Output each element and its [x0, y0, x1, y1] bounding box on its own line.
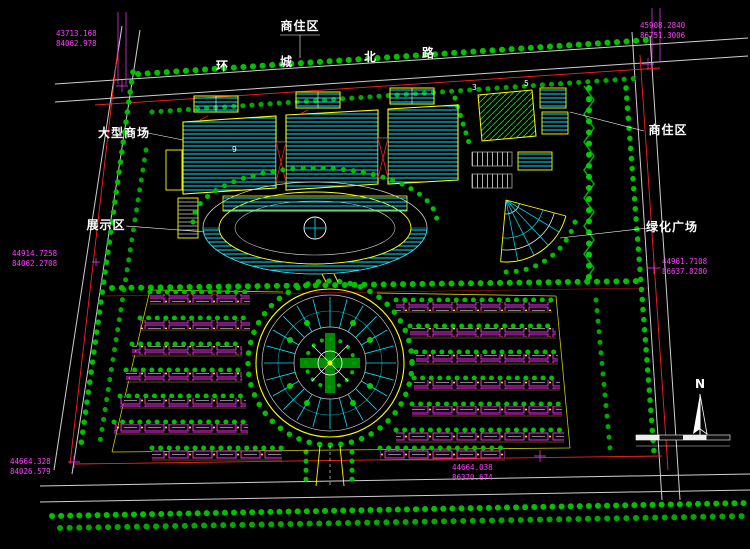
plaza-center-cross: [300, 333, 360, 393]
survey-coordinate-labels: 43713.168 84062.978 45908.2840 86751.300…: [10, 21, 708, 482]
plaza-radial-spokes: [264, 297, 396, 429]
label-green-plaza: 绿化广场: [646, 219, 698, 234]
exhibition-hall-ellipse: [190, 165, 440, 275]
coord-top-right-x: 45908.2840: [640, 21, 686, 30]
road-name-char-2: 城: [280, 54, 292, 69]
label-exhibition: 展示区: [86, 218, 125, 232]
coord-bottom-right-x: 44664.038: [452, 463, 493, 472]
tree-belt-zigzag: [583, 85, 595, 283]
road-name-char-4: 路: [422, 45, 435, 60]
road-name-char-3: 北: [364, 49, 376, 64]
row-group-left: [111, 289, 285, 461]
red-boundary-lines: [69, 47, 669, 471]
building-number-3: 3: [472, 83, 477, 92]
plaza-shrubs: [287, 320, 373, 406]
coord-top-right-y: 86751.3006: [640, 31, 686, 40]
label-zone-top: 商住区: [280, 18, 319, 33]
coord-mid-left-x: 44914.7258: [12, 249, 58, 258]
north-arrow-solid-half: [693, 394, 700, 434]
text-labels: 商住区 环 城 北 路 大型商场 展示区 商住区 绿化广场 9 3 5: [86, 18, 698, 234]
coord-mid-right-y: 86637.8280: [662, 267, 708, 276]
building-number-5: 5: [524, 79, 529, 88]
coord-bottom-left-y: 84026.579: [10, 467, 51, 476]
central-plaza-circle: [245, 278, 415, 448]
coord-bottom-right-y: 86370.674: [452, 473, 493, 482]
north-letter: N: [695, 377, 705, 391]
fan-building: [497, 199, 578, 275]
right-zone-buildings: [471, 87, 569, 189]
dimension-marks: [68, 8, 661, 468]
parking-lot: [471, 151, 513, 167]
label-zone-right: 商住区: [648, 122, 687, 137]
axis-paths: [315, 273, 345, 487]
north-arrow: N: [693, 377, 708, 438]
north-arrow-open-half: [699, 393, 708, 435]
scale-bar: [635, 434, 731, 447]
coord-top-left-y: 84062.978: [56, 39, 97, 48]
road-name-char-1: 环: [216, 59, 228, 73]
coord-mid-left-y: 84062.2708: [12, 259, 58, 268]
row-group-right: [377, 297, 567, 461]
coord-bottom-left-x: 44664.328: [10, 457, 51, 466]
shopping-mall-blocks: [165, 87, 459, 239]
residential-rows: [111, 289, 571, 461]
coord-mid-right-x: 44961.7108: [662, 257, 708, 266]
label-leaders: [125, 34, 649, 239]
coord-top-left-x: 43713.168: [56, 29, 97, 38]
label-mall: 大型商场: [98, 125, 150, 140]
building-number-9: 9: [232, 145, 237, 154]
